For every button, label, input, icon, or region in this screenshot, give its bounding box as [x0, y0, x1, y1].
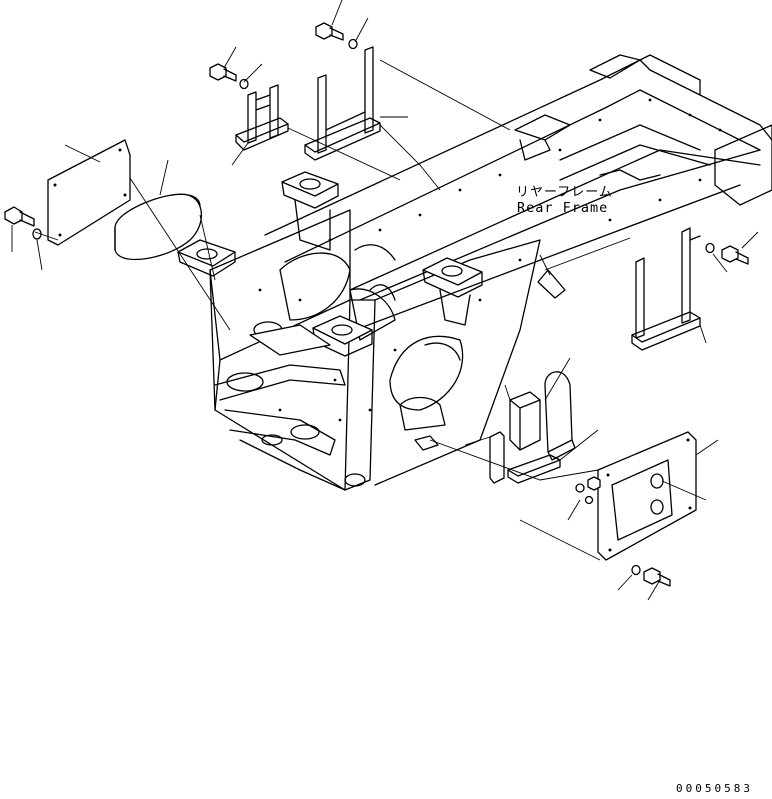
- drawing-number: 00050583: [676, 782, 753, 795]
- bracket-left: [235, 84, 289, 151]
- top-bolts-and-washers: [209, 22, 358, 90]
- bracket-middle: [304, 46, 381, 161]
- part-name-japanese: リヤーフレーム: [516, 185, 613, 200]
- part-name-english: Rear Frame: [517, 200, 609, 216]
- weight-blocks: [489, 371, 576, 484]
- front-cover-plate: [47, 139, 131, 246]
- front-bolt-and-washer: [4, 206, 42, 240]
- rear-frame: [177, 54, 772, 491]
- lower-bolt-and-washer: [631, 564, 671, 587]
- right-bolt-and-washer: [705, 242, 749, 265]
- frame-holes: [258, 98, 722, 422]
- small-nuts: [575, 476, 601, 505]
- rear-inspection-plate: [597, 431, 697, 561]
- gasket: [114, 193, 202, 261]
- leader-lines: [11, 0, 759, 601]
- bracket-right: [631, 227, 701, 351]
